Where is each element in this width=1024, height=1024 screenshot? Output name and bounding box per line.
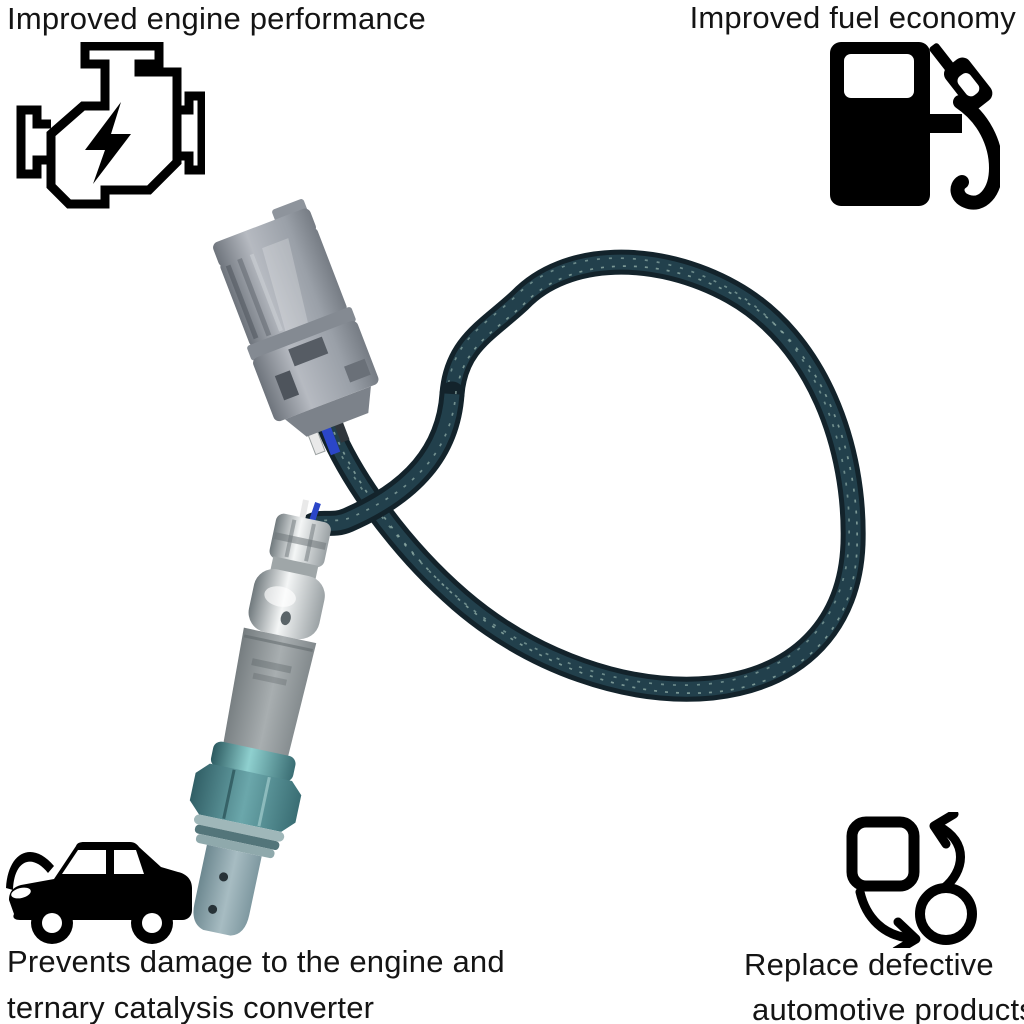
engine-warning-icon	[16, 42, 205, 209]
fuel-pump-icon	[830, 42, 1000, 210]
callout-bottom-right-label-line1: Replace defective	[744, 947, 994, 982]
sensor-cable	[299, 249, 866, 702]
callout-bottom-right-label-line2: automotive products	[752, 992, 1024, 1024]
sensor-body	[189, 513, 331, 936]
replace-cycle-icon	[846, 812, 977, 948]
car-open-hood-icon	[6, 842, 192, 944]
callout-bottom-left-label-line1: Prevents damage to the engine and	[7, 944, 505, 979]
callout-top-right-label: Improved fuel economy	[689, 0, 1016, 35]
callout-top-left-label: Improved engine performance	[7, 1, 426, 36]
callout-bottom-left-label-line2: ternary catalysis converter	[7, 990, 375, 1024]
sensor-connector	[213, 199, 379, 456]
